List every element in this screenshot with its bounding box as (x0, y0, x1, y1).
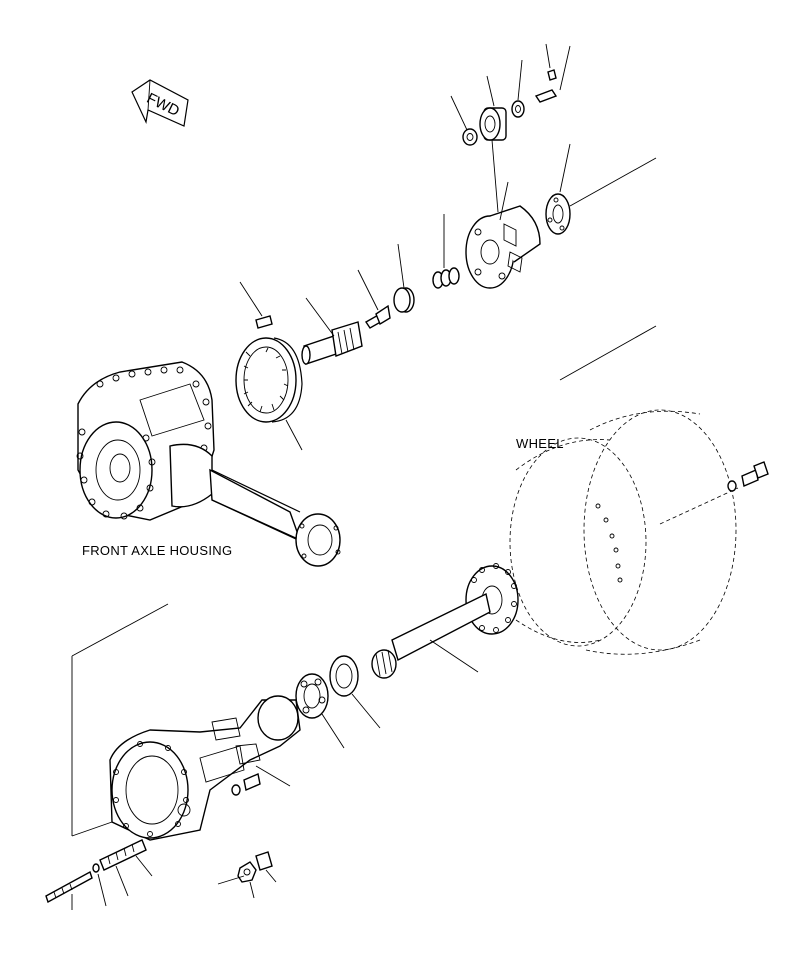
final-drive-housing-icon (76, 361, 341, 567)
wheel-label: WHEEL (516, 436, 564, 451)
bearing-icon (295, 673, 345, 749)
bottom-hardware-group (45, 839, 277, 910)
nut-icon (462, 128, 478, 146)
axle-housing-icon (109, 695, 301, 841)
planet-gear-group (450, 43, 571, 213)
o-ring-icon (92, 863, 100, 873)
outline-frame (71, 325, 657, 837)
planet-carrier-icon (465, 181, 541, 289)
ring-gear-icon (235, 337, 303, 451)
front-axle-housing-label: FRONT AXLE HOUSING (82, 543, 233, 558)
fwd-arrow-icon: FWD (131, 79, 189, 127)
screw-icon (99, 839, 147, 871)
thrust-washer-icon (545, 143, 657, 235)
spring-washer-icon (432, 214, 460, 289)
oil-seal-icon (329, 655, 381, 729)
planet-gear-icon (479, 107, 507, 141)
bolt-icon (357, 269, 391, 329)
sun-gear-shaft-icon (301, 297, 363, 365)
dowel-pin-icon (239, 281, 273, 329)
hex-nut-icon (237, 861, 257, 883)
wheel-icon (509, 409, 739, 655)
wheel-bolt-icon (727, 461, 769, 492)
washer-icon (511, 100, 525, 118)
plug-icon (255, 851, 273, 871)
pin-icon (534, 69, 558, 103)
stud-icon (45, 870, 93, 904)
axle-shaft-icon (371, 563, 519, 679)
thrust-button-icon (393, 243, 415, 313)
